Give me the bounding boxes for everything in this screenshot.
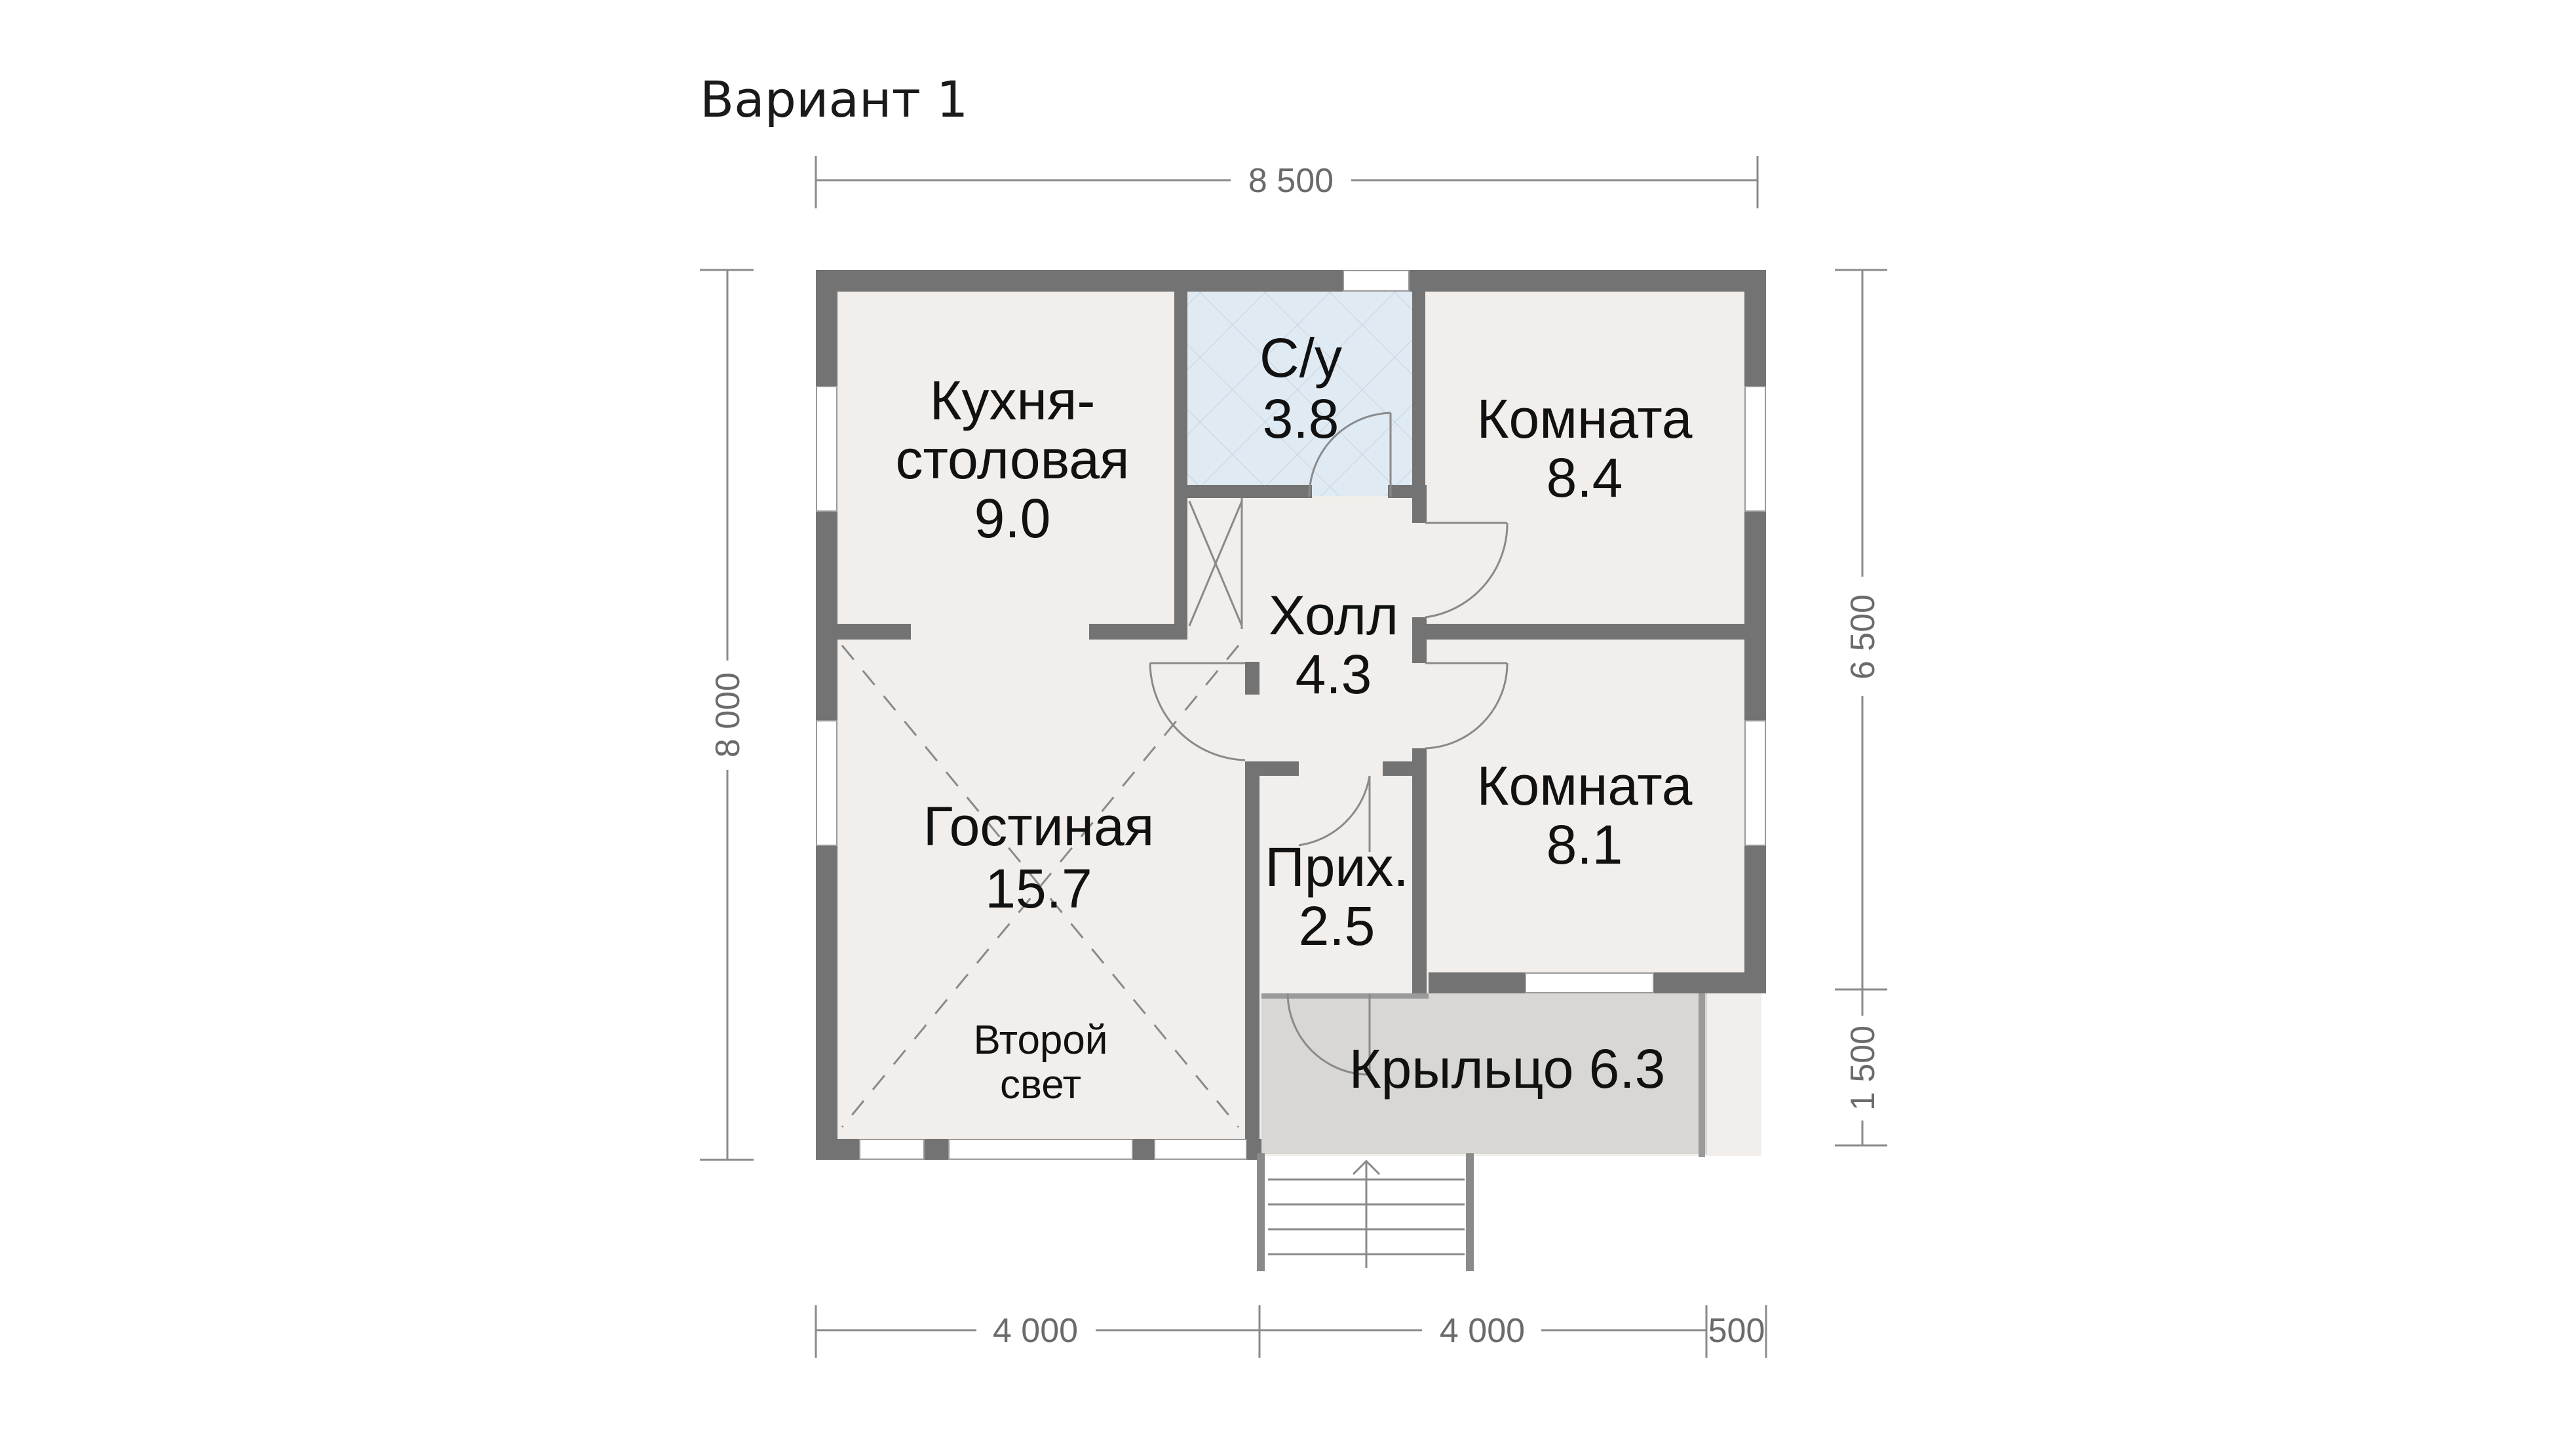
dim-right-lower: 1 500 xyxy=(1844,1025,1882,1111)
dim-top-total: 8 500 xyxy=(1248,162,1334,200)
room-porch: Крыльцо 6.3 xyxy=(1349,1038,1666,1100)
hall-label: Холл xyxy=(1269,584,1398,646)
bathroom-area: 3.8 xyxy=(1263,388,1339,450)
room-kitchen: Кухня- столовая 9.0 xyxy=(896,370,1130,549)
entry-area: 2.5 xyxy=(1299,895,1375,957)
room1-area: 8.4 xyxy=(1547,447,1623,508)
porch-label: Крыльцо 6.3 xyxy=(1349,1038,1666,1100)
plan-title: Вариант 1 xyxy=(700,70,968,128)
bathroom-floor xyxy=(1186,292,1412,496)
second-light-line2: свет xyxy=(1000,1062,1081,1107)
porch-steps xyxy=(1257,1153,1474,1271)
room-2: Комната 8.1 xyxy=(1477,755,1693,875)
kitchen-label-line1: Кухня- xyxy=(930,370,1096,431)
room2-label: Комната xyxy=(1477,755,1693,816)
dim-bottom-left: 4 000 xyxy=(993,1312,1078,1350)
dimension-top: 8 500 xyxy=(815,156,1759,208)
room-hall: Холл 4.3 xyxy=(1269,584,1398,705)
dimension-left: 8 000 xyxy=(700,269,754,1161)
second-light-line1: Второй xyxy=(973,1018,1107,1063)
dimension-bottom: 4 000 4 000 500 xyxy=(815,1305,1767,1358)
room-entry: Прих. 2.5 xyxy=(1265,836,1408,957)
windows xyxy=(816,270,1766,1160)
room-bathroom: С/у 3.8 xyxy=(1259,327,1342,450)
doors xyxy=(1149,412,1509,1076)
bathroom-label: С/у xyxy=(1259,327,1342,389)
dim-bottom-right: 500 xyxy=(1708,1312,1765,1350)
dim-right-upper: 6 500 xyxy=(1844,594,1882,680)
dim-left-total: 8 000 xyxy=(709,672,747,757)
dimension-right: 6 500 1 500 xyxy=(1835,269,1887,1147)
room2-area: 8.1 xyxy=(1547,814,1623,875)
hall-area: 4.3 xyxy=(1296,643,1372,705)
living-area: 15.7 xyxy=(985,858,1092,919)
porch-floor xyxy=(1261,993,1707,1154)
entry-label: Прих. xyxy=(1265,836,1408,898)
closet-marker xyxy=(1188,498,1243,629)
room1-label: Комната xyxy=(1477,388,1693,450)
kitchen-area: 9.0 xyxy=(974,488,1051,549)
living-label: Гостиная xyxy=(923,795,1155,857)
kitchen-label-line2: столовая xyxy=(896,429,1130,490)
room-living: Гостиная 15.7 Второй свет xyxy=(923,795,1155,1107)
room-1: Комната 8.4 xyxy=(1477,388,1693,508)
dim-bottom-mid: 4 000 xyxy=(1440,1312,1525,1350)
